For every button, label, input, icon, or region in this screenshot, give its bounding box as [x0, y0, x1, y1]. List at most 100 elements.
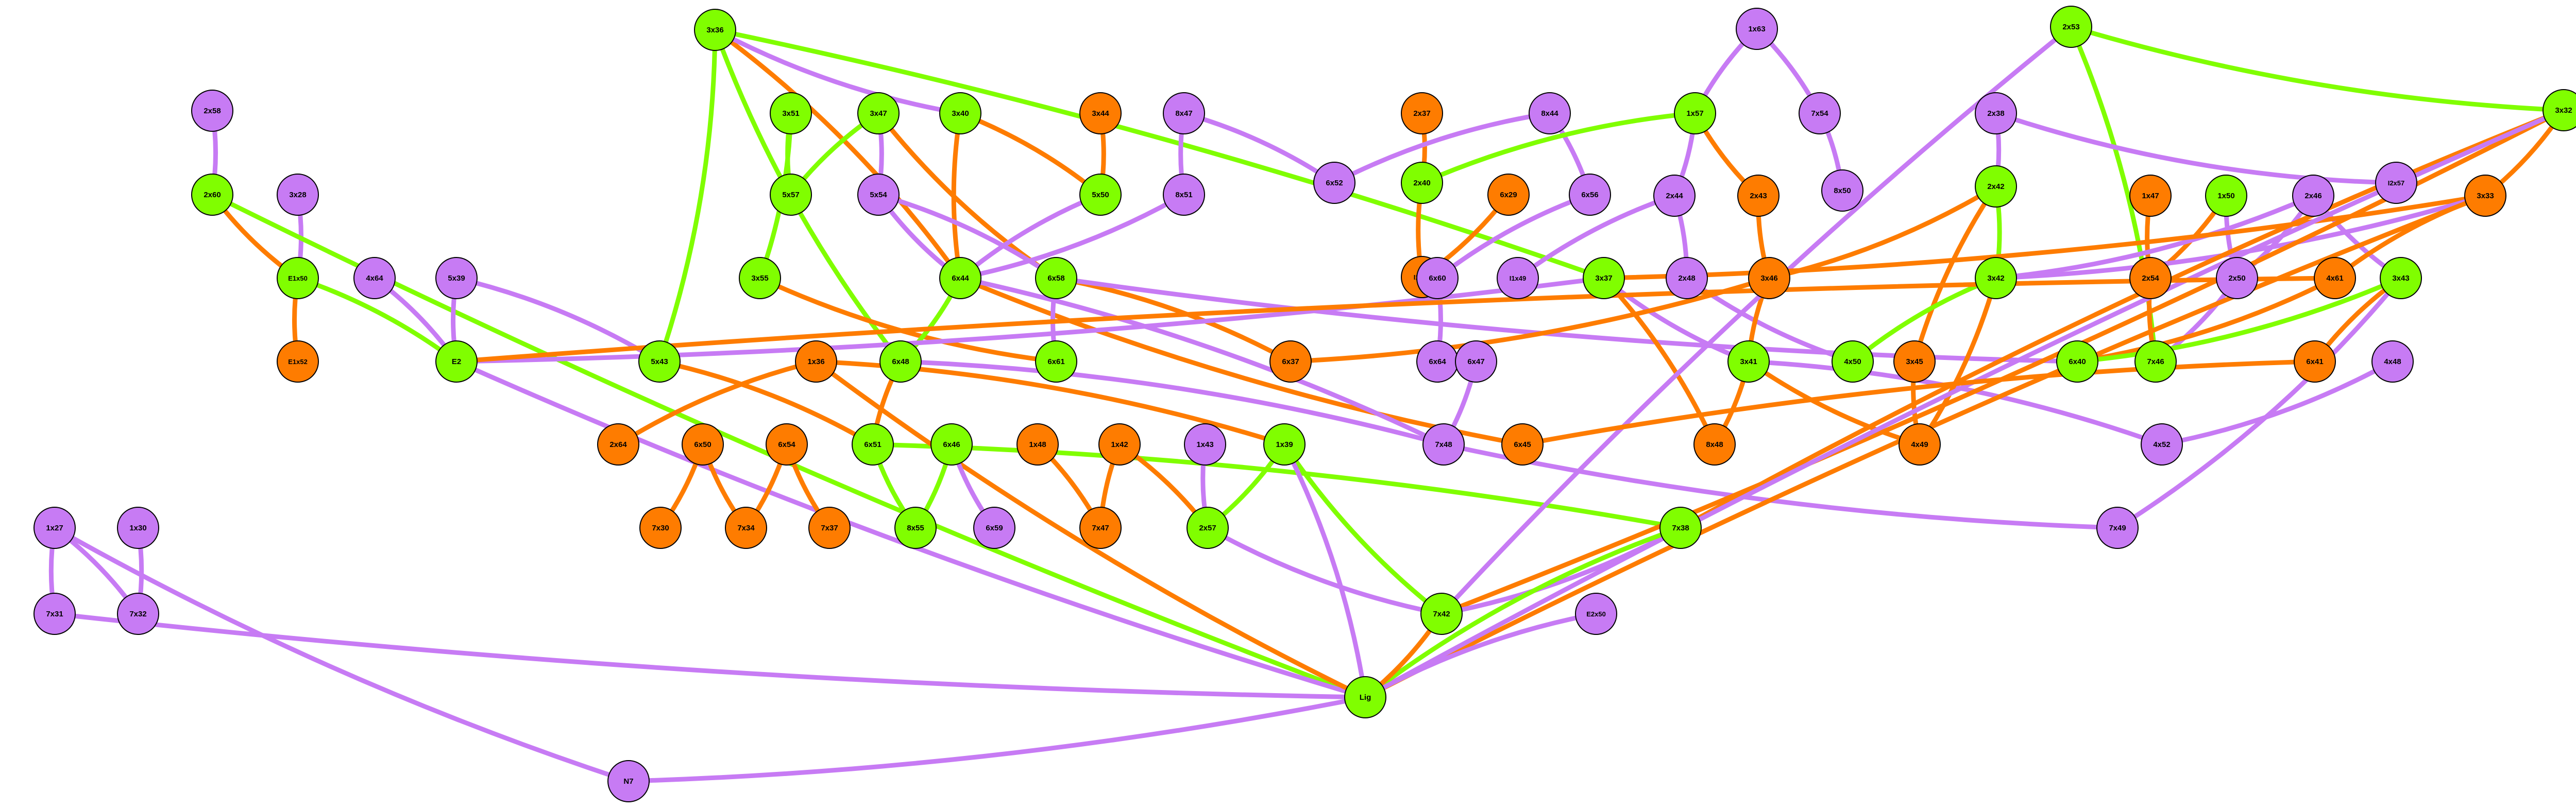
node-4x64[interactable]: 4x64	[353, 257, 396, 299]
node-8x55[interactable]: 8x55	[894, 507, 937, 549]
node-3x42[interactable]: 3x42	[1975, 257, 2017, 299]
node-7x34[interactable]: 7x34	[725, 507, 767, 549]
node-4x49[interactable]: 4x49	[1899, 423, 1941, 466]
node-7x31[interactable]: 7x31	[33, 593, 76, 635]
node-I2x57[interactable]: I2x57	[2375, 162, 2417, 204]
node-6x51[interactable]: 6x51	[852, 423, 894, 466]
node-5x57[interactable]: 5x57	[770, 174, 812, 216]
node-circle	[939, 257, 981, 299]
node-3x41[interactable]: 3x41	[1727, 340, 1770, 383]
node-6x64[interactable]: 6x64	[1416, 340, 1459, 383]
node-E1x52[interactable]: E1x52	[277, 340, 319, 383]
node-2x53[interactable]: 2x53	[2050, 6, 2092, 48]
node-3x43[interactable]: 3x43	[2380, 257, 2422, 299]
node-2x44[interactable]: 2x44	[1653, 175, 1696, 217]
node-4x52[interactable]: 4x52	[2141, 423, 2183, 466]
node-I1x49[interactable]: I1x49	[1497, 257, 1539, 299]
node-3x36[interactable]: 3x36	[694, 9, 736, 51]
node-7x38[interactable]: 7x38	[1659, 507, 1702, 549]
node-3x51[interactable]: 3x51	[770, 92, 812, 134]
node-7x30[interactable]: 7x30	[639, 507, 682, 549]
node-6x40[interactable]: 6x40	[2056, 340, 2098, 383]
node-3x44[interactable]: 3x44	[1079, 92, 1122, 134]
node-6x54[interactable]: 6x54	[766, 423, 808, 466]
node-1x63[interactable]: 1x63	[1736, 8, 1778, 50]
node-1x42[interactable]: 1x42	[1098, 423, 1141, 466]
node-6x58[interactable]: 6x58	[1035, 257, 1077, 299]
node-5x54[interactable]: 5x54	[857, 174, 900, 216]
node-label: 3x33	[2477, 192, 2494, 200]
node-Lig[interactable]: Lig	[1344, 676, 1386, 718]
node-2x54[interactable]: 2x54	[2129, 257, 2172, 299]
node-3x28[interactable]: 3x28	[277, 174, 319, 216]
node-6x61[interactable]: 6x61	[1035, 340, 1077, 383]
node-4x48[interactable]: 4x48	[2371, 340, 2414, 383]
node-8x48[interactable]: 8x48	[1693, 423, 1736, 466]
node-6x56[interactable]: 6x56	[1569, 174, 1611, 216]
node-6x48[interactable]: 6x48	[879, 340, 922, 383]
node-6x47[interactable]: 6x47	[1455, 340, 1497, 383]
node-3x33[interactable]: 3x33	[2464, 175, 2506, 217]
node-8x44[interactable]: 8x44	[1529, 92, 1571, 134]
node-6x44[interactable]: 6x44	[939, 257, 981, 299]
node-E2x50[interactable]: E2x50	[1575, 593, 1617, 635]
node-6x60[interactable]: 6x60	[1416, 257, 1459, 299]
node-6x46[interactable]: 6x46	[930, 423, 973, 466]
node-3x37[interactable]: 3x37	[1583, 257, 1625, 299]
node-5x39[interactable]: 5x39	[435, 257, 478, 299]
node-6x50[interactable]: 6x50	[682, 423, 724, 466]
node-1x57[interactable]: 1x57	[1674, 92, 1716, 134]
node-2x43[interactable]: 2x43	[1737, 175, 1780, 217]
node-2x64[interactable]: 2x64	[597, 423, 639, 466]
node-1x48[interactable]: 1x48	[1016, 423, 1059, 466]
node-3x40[interactable]: 3x40	[939, 92, 981, 134]
node-3x47[interactable]: 3x47	[857, 92, 900, 134]
node-6x41[interactable]: 6x41	[2294, 340, 2336, 383]
node-7x46[interactable]: 7x46	[2134, 340, 2177, 383]
node-5x43[interactable]: 5x43	[638, 340, 681, 383]
node-5x50[interactable]: 5x50	[1079, 174, 1122, 216]
node-1x47[interactable]: 1x47	[2129, 175, 2172, 217]
node-circle	[739, 257, 781, 299]
node-2x40[interactable]: 2x40	[1401, 162, 1443, 204]
node-2x46[interactable]: 2x46	[2292, 175, 2334, 217]
node-2x37[interactable]: 2x37	[1401, 92, 1443, 134]
node-4x50[interactable]: 4x50	[1832, 340, 1874, 383]
node-7x32[interactable]: 7x32	[117, 593, 159, 635]
node-6x37[interactable]: 6x37	[1269, 340, 1312, 383]
node-E1x50[interactable]: E1x50	[277, 257, 319, 299]
node-2x50[interactable]: 2x50	[2216, 257, 2258, 299]
node-3x46[interactable]: 3x46	[1748, 257, 1790, 299]
node-6x45[interactable]: 6x45	[1501, 423, 1544, 466]
node-2x48[interactable]: 2x48	[1666, 257, 1708, 299]
node-7x47[interactable]: 7x47	[1079, 507, 1122, 549]
node-8x50[interactable]: 8x50	[1821, 169, 1863, 212]
node-1x50[interactable]: 1x50	[2205, 175, 2247, 217]
node-6x52[interactable]: 6x52	[1313, 162, 1355, 204]
node-2x57[interactable]: 2x57	[1187, 507, 1229, 549]
node-7x54[interactable]: 7x54	[1799, 92, 1841, 134]
node-1x39[interactable]: 1x39	[1263, 423, 1306, 466]
node-6x59[interactable]: 6x59	[973, 507, 1015, 549]
node-E2[interactable]: E2	[435, 340, 478, 383]
node-3x45[interactable]: 3x45	[1893, 340, 1936, 383]
node-7x49[interactable]: 7x49	[2096, 507, 2139, 549]
node-1x27[interactable]: 1x27	[33, 507, 76, 549]
node-8x51[interactable]: 8x51	[1163, 174, 1205, 216]
node-8x47[interactable]: 8x47	[1163, 92, 1205, 134]
node-2x60[interactable]: 2x60	[191, 174, 233, 216]
node-3x55[interactable]: 3x55	[739, 257, 781, 299]
node-7x42[interactable]: 7x42	[1420, 593, 1463, 635]
node-7x48[interactable]: 7x48	[1422, 423, 1465, 466]
node-2x38[interactable]: 2x38	[1975, 92, 2017, 134]
node-1x36[interactable]: 1x36	[795, 340, 837, 383]
node-1x30[interactable]: 1x30	[117, 507, 159, 549]
node-7x37[interactable]: 7x37	[808, 507, 851, 549]
node-1x43[interactable]: 1x43	[1184, 423, 1226, 466]
node-3x32[interactable]: 3x32	[2543, 89, 2576, 131]
node-2x58[interactable]: 2x58	[191, 90, 233, 132]
node-4x61[interactable]: 4x61	[2314, 257, 2356, 299]
node-2x42[interactable]: 2x42	[1975, 165, 2017, 208]
node-N7[interactable]: N7	[607, 760, 650, 802]
node-6x29[interactable]: 6x29	[1487, 174, 1530, 216]
